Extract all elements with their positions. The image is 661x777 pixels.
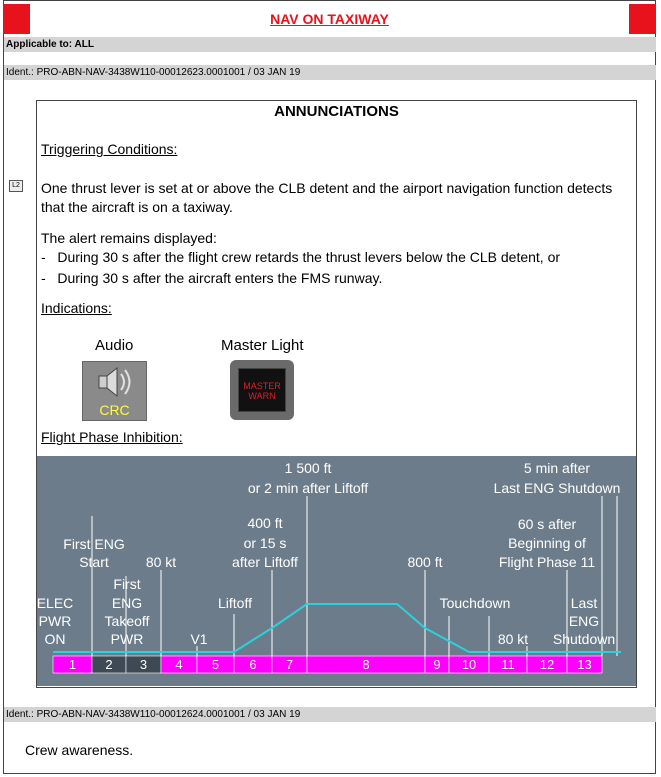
alert-text: The alert remains displayed: [41,230,217,246]
phase-number-7: 7 [286,657,293,672]
400ft-label: 400 ft [247,515,282,531]
triggering-label: Triggering Conditions: [41,141,178,157]
5min-label: Last ENG Shutdown [494,480,621,496]
altitude-profile-line [53,603,621,653]
last-eng-label: Last [571,595,598,611]
first-eng-takeoff-label: ENG [112,595,142,611]
first-eng-start-label: Start [79,554,109,570]
80kt-label: 80 kt [146,554,176,570]
bullet-item: - During 30 s after the flight crew reta… [41,249,561,265]
master-warn-line: WARN [248,391,276,401]
crew-awareness-text: Crew awareness. [25,742,134,758]
phase-number-1: 1 [69,657,76,672]
60s-label: 60 s after [518,516,577,532]
phase-number-9: 9 [433,657,440,672]
audio-indicator: CRC [82,361,147,421]
5min-label: 5 min after [524,460,590,476]
first-eng-takeoff-label: PWR [111,631,144,647]
level-tag: L2 [9,180,23,192]
audio-label: Audio [95,337,134,354]
elec-label: ELEC [37,595,73,611]
80kt-label: 80 kt [498,631,528,647]
phase-number-4: 4 [175,657,182,672]
crc-signal: CRC [99,402,130,418]
400ft-label: after Liftoff [232,554,298,570]
annunciations-section: ANNUNCIATIONS Triggering Conditions: One… [36,100,637,688]
phase-number-10: 10 [462,657,476,672]
master-warn-display: MASTER WARN [238,368,286,412]
ident-bar-bottom: Ident.: PRO-ABN-NAV-3438W110-00012624.00… [4,707,656,722]
phase-number-13: 13 [577,657,591,672]
phase-number-8: 8 [362,657,369,672]
v1-label: V1 [190,631,207,647]
elec-label: PWR [39,613,72,629]
ident-bar-top: Ident.: PRO-ABN-NAV-3438W110-00012623.00… [4,65,656,80]
first-eng-takeoff-label: First [113,576,140,592]
phase-number-12: 12 [540,657,554,672]
diagram-labels: ELEC PWR ON First ENG Start First ENG Ta… [37,460,620,647]
diagram-background [37,456,636,686]
first-eng-takeoff-label: Takeoff [105,613,150,629]
elec-label: ON [45,631,66,647]
header-right-marker [629,4,656,34]
phase-number-3: 3 [140,657,147,672]
procedure-header: NAV ON TAXIWAY [3,4,656,34]
applicability-bar: Applicable to: ALL [4,37,656,52]
800ft-label: 800 ft [407,554,442,570]
procedure-title: NAV ON TAXIWAY [270,11,389,27]
speaker-icon [98,366,131,398]
1500ft-label: or 2 min after Liftoff [248,480,368,496]
phase-number-2: 2 [105,657,112,672]
page-frame [3,0,656,774]
400ft-label: or 15 s [244,535,287,551]
60s-label: Flight Phase 11 [499,554,595,570]
1500ft-label: 1 500 ft [285,460,332,476]
phase-number-5: 5 [212,657,219,672]
touchdown-label: Touchdown [440,595,511,611]
section-title: ANNUNCIATIONS [274,103,399,120]
master-warn-line: MASTER [243,381,281,391]
trigger-text: One thrust lever is set at or above the … [41,180,613,215]
liftoff-label: Liftoff [218,595,252,611]
master-light-label: Master Light [221,337,304,354]
phase-number-6: 6 [249,657,256,672]
header-left-marker [3,4,30,34]
last-eng-label: ENG [569,613,599,629]
phase-number-11: 11 [501,657,515,672]
60s-label: Beginning of [508,535,586,551]
master-warn-light: MASTER WARN [230,360,294,420]
bullet-item: - During 30 s after the aircraft enters … [41,270,383,286]
last-eng-label: Shutdown [553,631,615,647]
phase-cell-13 [566,655,603,674]
first-eng-start-label: First ENG [63,536,124,552]
phase-inhibition-label: Flight Phase Inhibition: [41,429,183,445]
indications-label: Indications: [41,300,112,316]
